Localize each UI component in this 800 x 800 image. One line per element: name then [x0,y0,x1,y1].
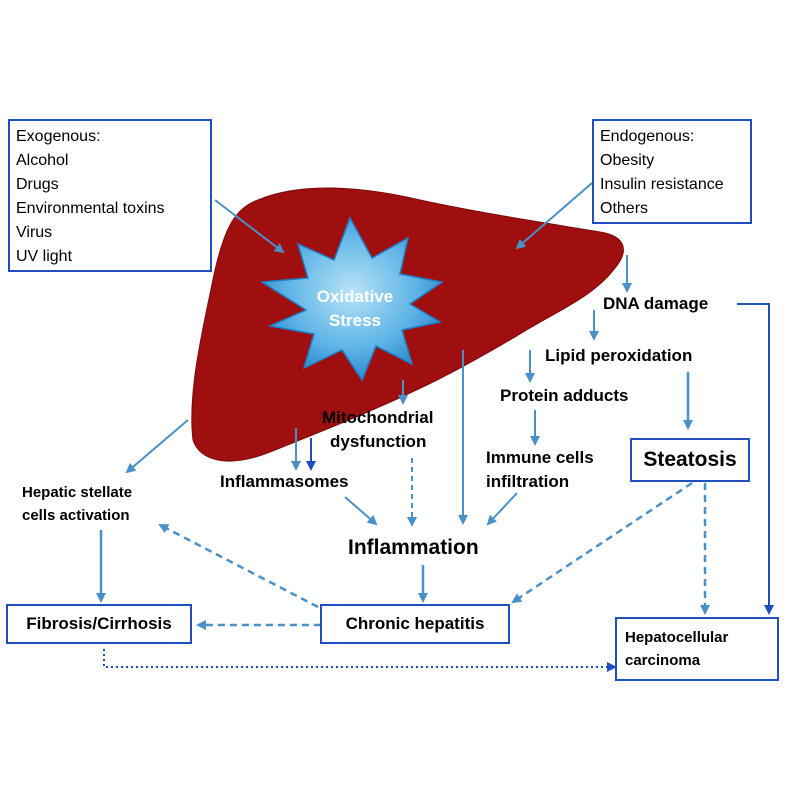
arrow-exogenous-to-stress [214,199,285,254]
immune-cells-label: Immune cells infiltration [486,446,594,494]
hsc-line2: cells activation [22,507,130,524]
hsc-line1: Hepatic stellate [22,484,133,501]
exogenous-item: Drugs [16,176,59,193]
dna-damage-label: DNA damage [603,294,709,313]
exogenous-box: Exogenous: Alcohol Drugs Environmental t… [8,119,212,272]
chronic-hepatitis-box: Chronic hepatitis [320,604,510,644]
protein-adducts-label: Protein adducts [500,386,629,405]
mitochondrial-label: Mitochondrial dysfunction [322,406,433,454]
arrow-inflammasomes-to-inflammation [344,496,378,526]
endogenous-item: Others [600,200,649,217]
inflammation-label: Inflammation [348,536,479,559]
hcc-line2: carcinoma [625,652,701,669]
arrow-endogenous-to-stress [515,182,593,250]
oxidative-stress-label: Oxidative Stress [300,285,410,333]
arrow-steatosis-to-chronic [511,481,693,604]
endogenous-title: Endogenous: [600,128,695,145]
fibrosis-label: Fibrosis/Cirrhosis [26,614,172,633]
inflammasomes-label: Inflammasomes [220,472,349,491]
hsc-label: Hepatic stellate cells activation [22,481,132,527]
hcc-line1: Hepatocellular [625,629,729,646]
exogenous-item: Virus [16,224,53,241]
endogenous-item: Insulin resistance [600,176,724,193]
lipid-peroxidation-label: Lipid peroxidation [545,346,693,365]
arrow-liver-to-hsc [125,419,189,474]
arrow-fibrosis-to-hcc [103,649,617,672]
endogenous-box: Endogenous: Obesity Insulin resistance O… [592,119,752,224]
immune-line1: Immune cells [486,448,594,467]
mitochondrial-line1: Mitochondrial [322,408,434,427]
mitochondrial-line2: dysfunction [330,432,427,451]
chronic-hepatitis-label: Chronic hepatitis [345,614,485,633]
arrow-chronic-to-hsc [158,523,319,609]
oxidative-stress-line2: Stress [329,311,381,330]
arrow-immune-to-inflammation [486,492,518,526]
oxidative-stress-star [259,216,444,382]
oxidative-stress-line1: Oxidative [316,287,394,306]
endogenous-item: Obesity [600,152,655,169]
exogenous-item: Environmental toxins [16,200,165,217]
immune-line2: infiltration [486,472,570,491]
exogenous-title: Exogenous: [16,128,101,145]
steatosis-label: Steatosis [643,448,737,471]
steatosis-box: Steatosis [630,438,750,482]
arrow-dna-to-hcc [737,303,774,615]
exogenous-item: Alcohol [16,152,69,169]
hcc-box: Hepatocellular carcinoma [615,617,779,681]
exogenous-item: UV light [16,248,73,265]
fibrosis-box: Fibrosis/Cirrhosis [6,604,192,644]
